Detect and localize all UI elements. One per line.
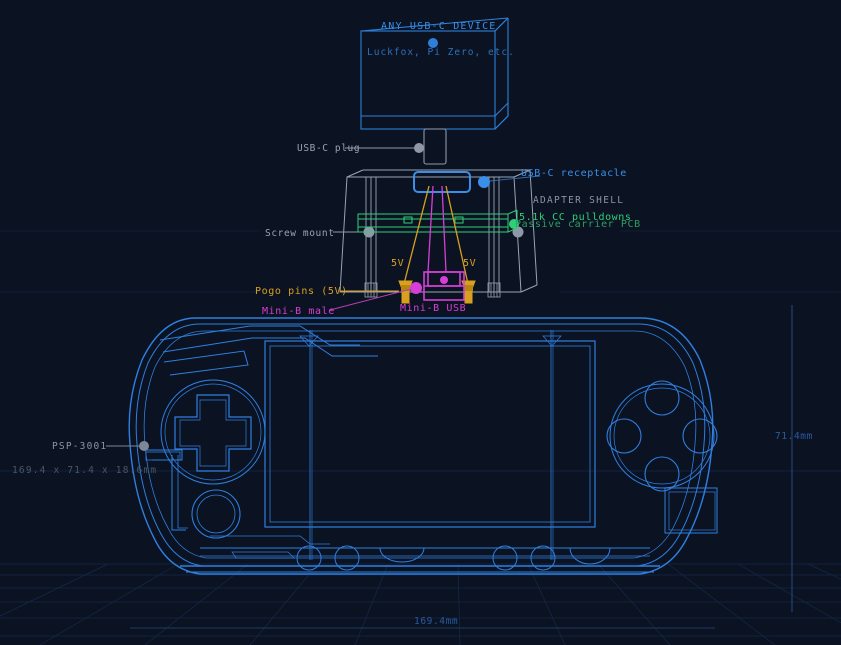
psp-dimensions-label: 169.4 x 71.4 x 18.6mm [12,465,158,476]
mini-b-center-node [440,276,448,284]
five-volt-traces [403,185,469,285]
dimension-lines [130,305,793,629]
voltage-right-label: 5V [463,258,477,269]
voltage-left-label: 5V [391,258,405,269]
ground-grid [0,230,841,645]
usb-c-plug-node [414,143,424,153]
mini-b-male-label: Mini-B male [262,306,335,317]
carrier-pcb-label: Passive carrier PCB [515,219,641,230]
device-top-node [428,38,438,48]
carrier-pcb [357,209,518,233]
psp-device [128,317,718,575]
psp-model-label: PSP-3001 [52,441,108,452]
pogo-pins-label: Pogo pins (5V) [255,286,348,297]
device-title-label: ANY USB-C DEVICE [381,21,497,32]
usb-c-plug-body [423,128,447,165]
screw-mount-label: Screw mount [265,228,335,239]
dimension-width-label: 169.4mm [414,616,459,627]
cc-pulldowns-label: 5.1k CC pulldowns [519,212,632,223]
psp-model-node [139,441,149,451]
device-subtitle-label: Luckfox, Pi Zero, etc. [367,47,515,58]
mini-b-male-node [410,282,422,294]
mini-b-usb-label: Mini-B USB [400,303,467,314]
pogo-pin-right [461,280,476,304]
usb-c-receptacle-label: USB-C receptacle [521,168,627,179]
mini-b-traces [427,185,447,273]
pcb-node [509,219,519,229]
mini-b-male-leader [329,288,412,311]
adapter-shell-label: ADAPTER SHELL [533,195,625,206]
pogo-pin-left [398,280,413,304]
usb-c-device-box [360,17,509,130]
dimension-height-label: 71.4mm [775,431,813,442]
mini-b-usb-connector [423,271,465,301]
usb-c-plug-label: USB-C plug [297,143,361,154]
